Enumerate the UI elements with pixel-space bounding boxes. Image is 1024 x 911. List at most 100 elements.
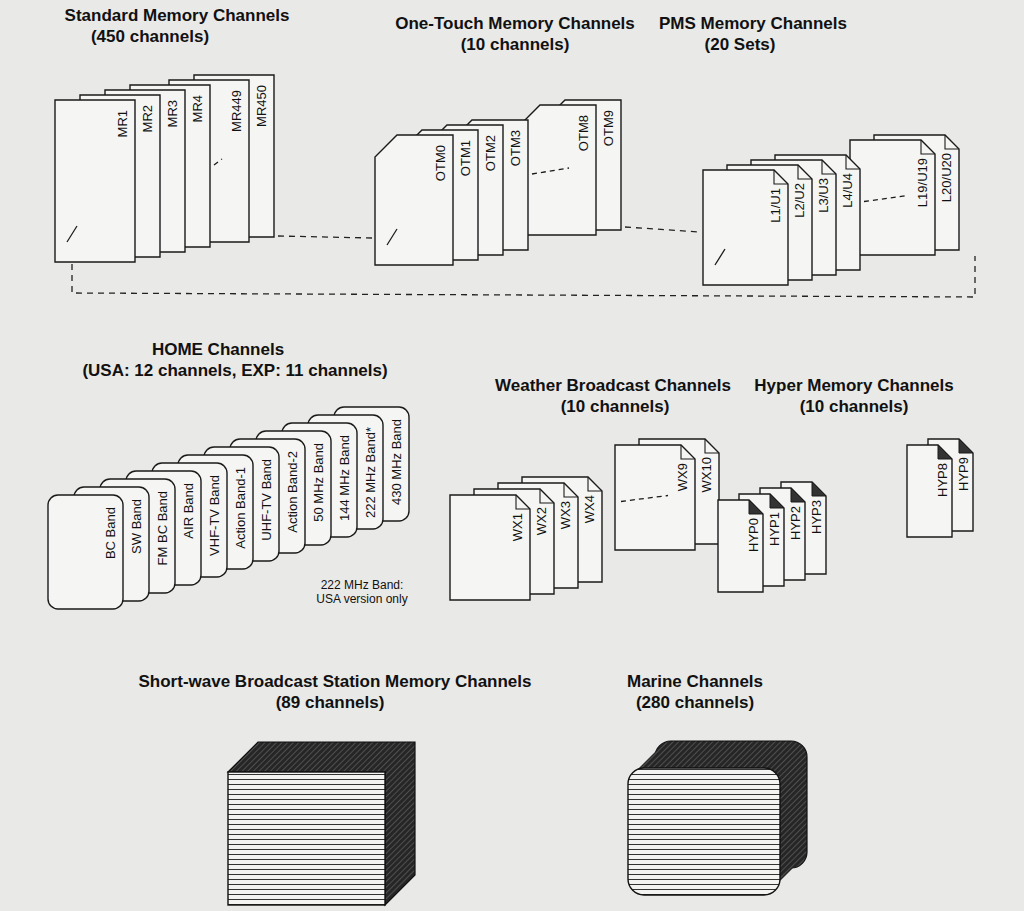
card-border (400, 130, 478, 260)
channel-label: HYP0 (747, 518, 760, 552)
channel-label: Action Band-2 (286, 451, 299, 533)
stack-front (228, 772, 385, 905)
channel-label: 144 MHz Band (338, 435, 351, 521)
card-outline (450, 495, 530, 600)
card-border (522, 477, 602, 582)
card-border (518, 105, 596, 235)
card-border (152, 463, 227, 577)
footnote: 222 MHz Band: USA version only (308, 578, 416, 607)
channel-label: OTM1 (459, 140, 472, 176)
card-border (781, 482, 826, 574)
memory-card: HYP8 (907, 445, 952, 537)
card-border (74, 487, 149, 601)
channel-label: MR1 (116, 110, 129, 137)
channel-count: (USA: 12 channels, EXP: 11 channels) (82, 361, 387, 381)
group-heading: Hyper Memory Channels (754, 376, 953, 396)
card-border (760, 488, 805, 580)
channel-label: L19/U19 (916, 158, 929, 207)
card-border (615, 445, 695, 550)
channel-label: WX1 (511, 513, 524, 541)
channel-label: L3/U3 (817, 178, 830, 213)
channel-count: (20 Sets) (705, 35, 776, 55)
omitted-cards-mark (864, 196, 908, 202)
channel-label: OTM9 (602, 110, 615, 146)
channel-label: WX9 (676, 463, 689, 491)
channel-label: HYP3 (810, 500, 823, 534)
channel-label: MR4 (191, 95, 204, 122)
omitted-cards-mark (214, 159, 222, 165)
channel-label: 430 MHz Band (390, 419, 403, 505)
channel-label: WX2 (535, 507, 548, 535)
card-border (230, 439, 305, 553)
channel-label: L1/U1 (769, 188, 782, 223)
card-border (727, 165, 812, 280)
group-heading: PMS Memory Channels (659, 14, 847, 34)
channel-label: WX10 (700, 457, 713, 492)
card-border (850, 140, 935, 255)
channel-label: OTM0 (434, 145, 447, 181)
channel-count: (10 channels) (461, 35, 570, 55)
card-stack-shortwave (228, 742, 415, 905)
stack-front (628, 768, 780, 895)
memory-card: OTM0 (375, 135, 453, 265)
omitted-cards-mark (621, 496, 668, 502)
card-border (874, 135, 959, 250)
dog-ear (945, 135, 959, 149)
channel-label: MR450 (255, 85, 268, 127)
dog-ear (588, 477, 602, 491)
channel-label: HYP8 (936, 463, 949, 497)
group-heading: One-Touch Memory Channels (395, 14, 635, 34)
card-border (126, 471, 201, 585)
card-border (204, 447, 279, 561)
channel-label: L2/U2 (793, 183, 806, 218)
stack-edges (228, 742, 415, 905)
channel-label: MR2 (141, 105, 154, 132)
card-border (105, 90, 185, 252)
channel-label: 50 MHz Band (312, 443, 325, 522)
folded-tab (812, 482, 826, 496)
channel-count: (10 channels) (800, 397, 909, 417)
card-border (775, 155, 860, 270)
channel-label: WX4 (583, 495, 596, 523)
card-border (450, 495, 530, 600)
card-border (375, 135, 453, 265)
channel-label: HYP2 (789, 506, 802, 540)
card-border (751, 160, 836, 275)
channel-label: 222 MHz Band* (364, 427, 377, 518)
card-border (100, 479, 175, 593)
channel-count: (450 channels) (91, 27, 209, 47)
card-border (907, 445, 952, 537)
memory-card: MR1 (55, 100, 135, 262)
card-border (308, 415, 383, 529)
card-border (334, 407, 409, 521)
channel-label: MR3 (166, 100, 179, 127)
group-heading: Standard Memory Channels (65, 6, 290, 26)
memory-card: OTM8 (518, 105, 596, 235)
group-heading: Marine Channels (627, 672, 763, 692)
memory-card: L19/U19 (850, 140, 935, 255)
channel-label: OTM2 (484, 135, 497, 171)
channel-label: Action Band-1 (234, 467, 247, 549)
bank-link-line (278, 236, 372, 238)
card-outline (703, 170, 788, 285)
channel-label: VHF-TV Band (208, 475, 221, 556)
continuation-mark (387, 229, 397, 245)
card-border (474, 489, 554, 594)
card-border (55, 100, 135, 262)
memory-card: L1/U1 (703, 170, 788, 285)
card-outline (615, 445, 695, 550)
card-border (639, 439, 719, 544)
memory-card: BC Band (48, 495, 123, 609)
channel-label: L20/U20 (940, 153, 953, 202)
group-heading: Short-wave Broadcast Station Memory Chan… (139, 672, 532, 692)
card-border (543, 100, 621, 230)
channel-count: (89 channels) (276, 693, 385, 713)
channel-label: OTM8 (577, 115, 590, 151)
channel-label: UHF-TV Band (260, 459, 273, 541)
card-border (48, 495, 123, 609)
channel-label: AIR Band (182, 483, 195, 539)
channel-label: OTM3 (509, 130, 522, 166)
card-border (178, 455, 253, 569)
memory-card: HYP0 (718, 500, 763, 592)
